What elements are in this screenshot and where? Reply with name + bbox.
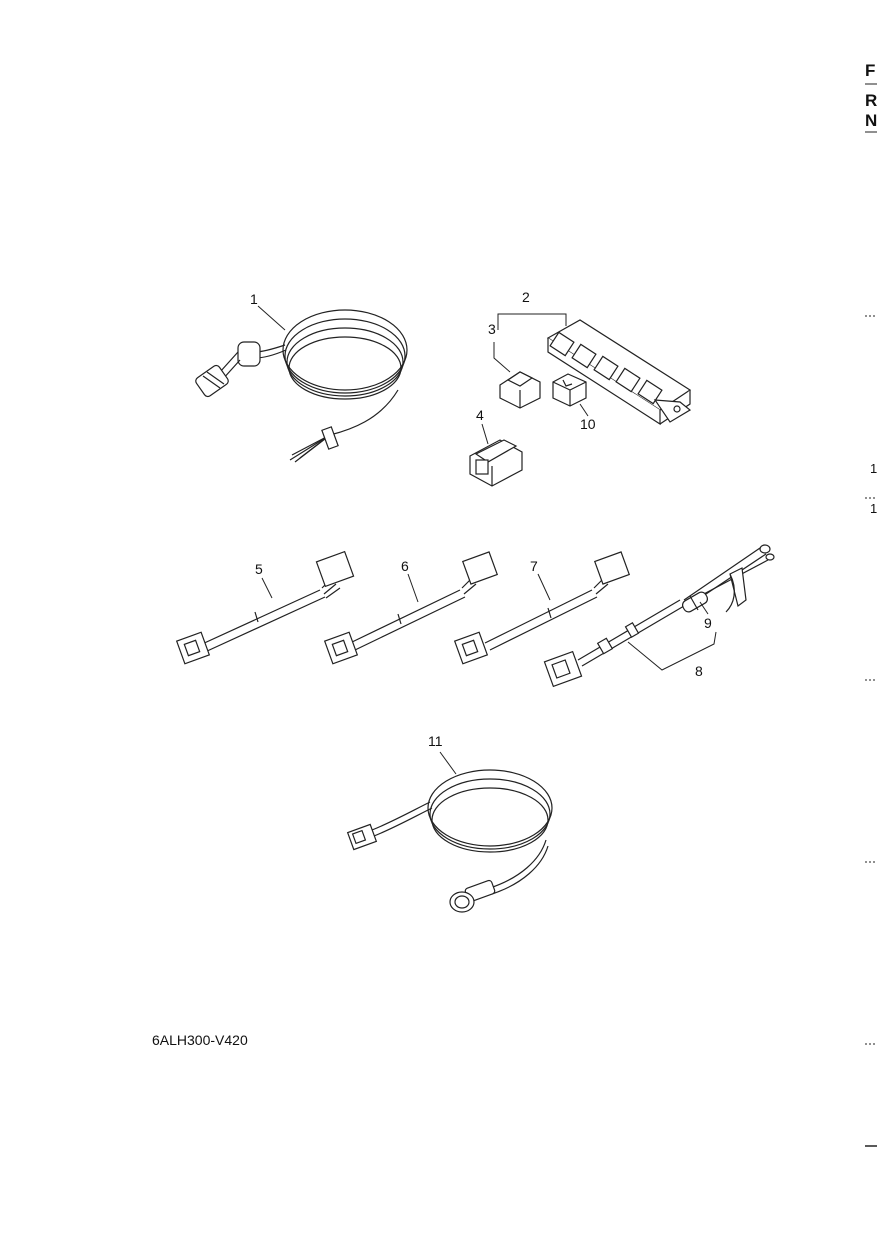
leader-1	[257, 305, 286, 331]
callout-6: 6	[401, 558, 409, 574]
callout-8: 8	[695, 663, 703, 679]
leader-5	[261, 577, 273, 599]
callout-1: 1	[250, 291, 258, 307]
bracket-8	[627, 631, 717, 671]
part-6-harness[interactable]	[323, 551, 499, 665]
part-5-harness[interactable]	[175, 550, 355, 665]
margin-letter-r: R	[865, 91, 877, 110]
callout-5: 5	[255, 561, 263, 577]
leader-10	[579, 403, 589, 417]
margin-number-2: 1	[870, 501, 877, 516]
part-3-connector[interactable]	[499, 371, 541, 409]
part-4-connector[interactable]	[469, 439, 523, 487]
diagram-reference-code: 6ALH300-V420	[152, 1032, 248, 1048]
margin-number-1: 1	[870, 461, 877, 476]
margin-letter-n: N	[865, 111, 877, 130]
margin-letter-f: F	[865, 61, 875, 80]
leader-4	[481, 423, 489, 445]
part-11-coiled-cable[interactable]	[346, 769, 553, 913]
leader-6	[407, 573, 419, 603]
leader-9	[699, 601, 709, 615]
leader-11	[439, 751, 457, 775]
part-10-cap[interactable]	[552, 373, 587, 407]
part-9-fuse[interactable]	[681, 590, 710, 613]
callout-3: 3	[488, 321, 496, 337]
callout-4: 4	[476, 407, 484, 423]
callout-11: 11	[428, 733, 443, 749]
part-1-coiled-cable[interactable]	[194, 309, 408, 463]
callout-9: 9	[704, 615, 712, 631]
callout-7: 7	[530, 558, 538, 574]
part-7-harness[interactable]	[453, 551, 631, 665]
leader-7	[537, 573, 551, 601]
bracket-2	[497, 313, 567, 330]
callout-10: 10	[580, 416, 596, 432]
callout-2: 2	[522, 289, 530, 305]
leader-3	[493, 342, 511, 373]
part-2-junction-block[interactable]	[546, 319, 692, 426]
part-8-harness[interactable]	[543, 544, 775, 688]
